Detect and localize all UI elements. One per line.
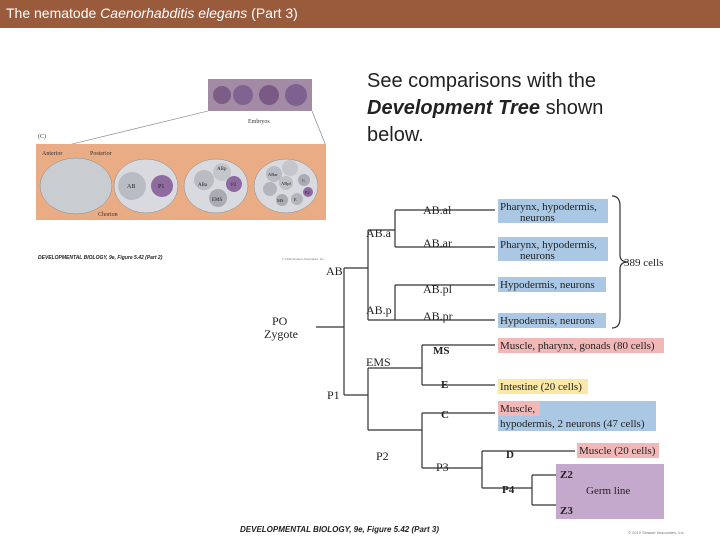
embryo-figure: Embryos (C) Anterior Posterior AB P1 ABa… xyxy=(36,79,327,220)
zygote-embryo xyxy=(39,157,113,215)
fate-box-abar xyxy=(498,237,608,261)
node-label: P1 xyxy=(327,388,340,402)
note-line-2: shown xyxy=(540,97,604,119)
fate-box-c-pink xyxy=(498,401,540,416)
node-label: P2 xyxy=(376,449,389,463)
title-bar: The nematode Caenorhabditis elegans (Par… xyxy=(0,0,720,28)
comparison-note: See comparisons with the Development Tre… xyxy=(367,68,697,149)
embryos-label: Embryos xyxy=(248,119,270,125)
figure-credit-part2: © 2010 Sinauer Associates, Inc. xyxy=(282,257,325,261)
node-label: AB xyxy=(326,264,343,278)
cell-label: P1 xyxy=(158,184,164,190)
node-label: AB.pl xyxy=(423,282,453,296)
node-label: AB.p xyxy=(366,303,392,317)
fate-box-abpr xyxy=(498,313,606,328)
germline-box xyxy=(556,464,664,519)
fate-box-d xyxy=(577,443,659,458)
fate-label: hypodermis, 2 neurons (47 cells) xyxy=(500,418,645,430)
fate-label: Muscle, xyxy=(500,403,535,415)
node-label: EMS xyxy=(366,355,391,369)
cell-label: ABp xyxy=(217,167,227,172)
node-label: MS xyxy=(433,345,450,357)
cell-label: E xyxy=(294,197,297,202)
tree-lines xyxy=(316,195,629,506)
note-line-1: See comparisons with the xyxy=(367,70,597,92)
fate-label: Germ line xyxy=(586,485,630,497)
fate-box-ms xyxy=(498,338,664,353)
node-label: PO xyxy=(272,314,288,328)
node-label: D xyxy=(506,449,514,461)
cell-label: EMS xyxy=(212,198,223,203)
fate-box-e xyxy=(498,379,588,394)
node-label: Z2 xyxy=(560,469,573,481)
fate-label: Hypodermis, neurons xyxy=(500,315,595,327)
cell-label: AB xyxy=(127,184,135,190)
node-label: E xyxy=(441,379,448,391)
fate-label: neurons xyxy=(520,212,555,224)
cell-label: ABpl xyxy=(281,181,292,186)
cell-label: C xyxy=(302,178,305,183)
fate-label: Muscle, pharynx, gonads (80 cells) xyxy=(500,340,655,352)
fate-box-abpl xyxy=(498,277,606,292)
cell-label: ABar xyxy=(268,172,278,177)
note-line-3: below. xyxy=(367,124,424,146)
node-label: AB.pr xyxy=(423,309,453,323)
figure-caption-part3: DEVELOPMENTAL BIOLOGY, 9e, Figure 5.42 (… xyxy=(240,525,440,534)
fate-label: Muscle (20 cells) xyxy=(579,445,656,457)
figure-caption-part2: DEVELOPMENTAL BIOLOGY, 9e, Figure 5.42 (… xyxy=(38,255,163,261)
node-label: AB.a xyxy=(366,226,392,240)
figure-credit-part3: © 2010 Sinauer Associates, Inc. xyxy=(628,530,685,535)
panel-label: (C) xyxy=(38,133,46,140)
fate-label: neurons xyxy=(520,250,555,262)
cell-label: ABa xyxy=(198,183,208,188)
cell-label: P2 xyxy=(231,183,237,188)
node-label: Zygote xyxy=(264,327,298,341)
cell-label: MS xyxy=(277,198,284,203)
node-label: P4 xyxy=(502,484,515,496)
fate-box-abal xyxy=(498,199,608,223)
node-label: P3 xyxy=(436,460,449,474)
node-label: AB.ar xyxy=(423,236,452,250)
posterior-label: Posterior xyxy=(90,151,112,157)
node-label: C xyxy=(441,409,449,421)
title-suffix: (Part 3) xyxy=(247,5,298,21)
anterior-label: Anterior xyxy=(42,151,62,157)
fate-label: Pharynx, hypodermis, xyxy=(500,201,597,213)
cell-label: P2 xyxy=(305,190,310,195)
cell-count-label: 389 cells xyxy=(624,257,663,269)
node-label: Z3 xyxy=(560,505,573,517)
fate-label: Hypodermis, neurons xyxy=(500,279,595,291)
title-species: Caenorhabditis elegans xyxy=(100,5,248,21)
note-development-tree: Development Tree xyxy=(367,97,541,119)
title-prefix: The nematode xyxy=(6,5,101,21)
slide-title: The nematode Caenorhabditis elegans (Par… xyxy=(6,5,298,21)
fate-label: Intestine (20 cells) xyxy=(500,381,582,393)
fate-label: Pharynx, hypodermis, xyxy=(500,239,597,251)
node-label: AB.al xyxy=(423,203,452,217)
chorion-label: Chorion xyxy=(98,212,118,218)
